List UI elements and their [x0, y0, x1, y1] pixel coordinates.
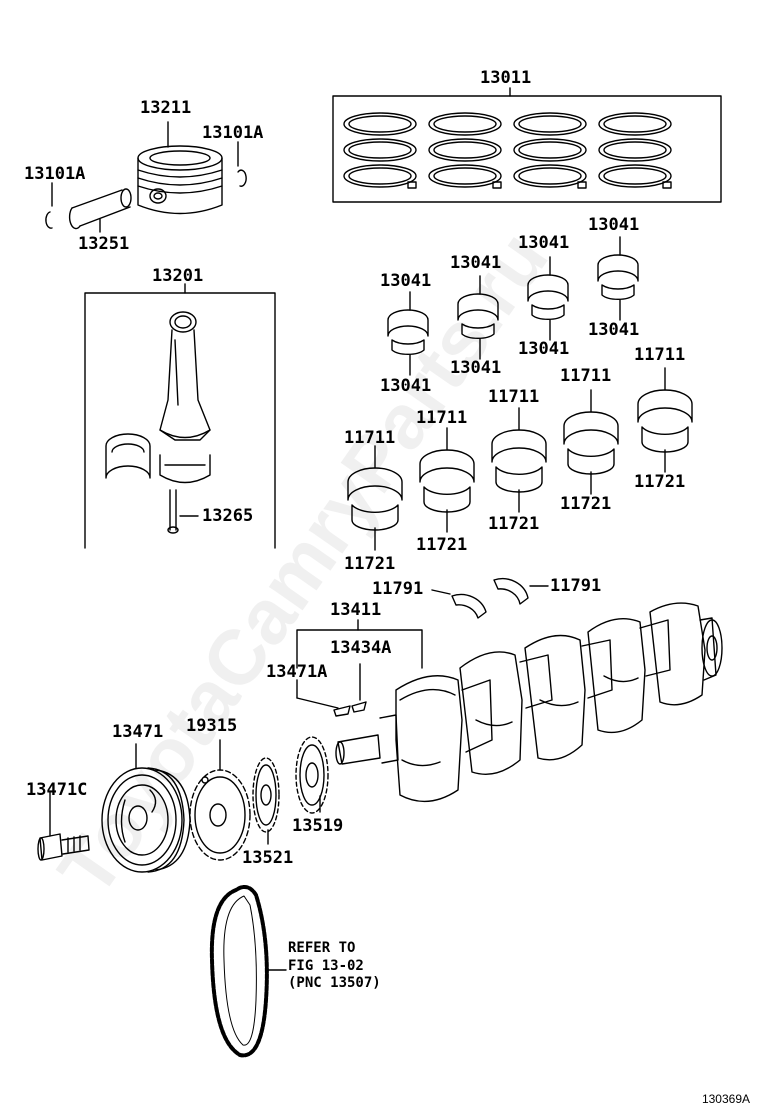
figure-id: 130369A — [701, 1092, 750, 1106]
refer-note: REFER TO FIG 13-02 (PNC 13507) — [288, 940, 381, 993]
sprocket-13519-icon — [295, 736, 329, 814]
label-13211: 13211 — [140, 98, 192, 118]
pulley-bolt-icon — [37, 791, 90, 861]
timing-chain-icon — [209, 884, 269, 1058]
crankshaft-pulley-icon — [101, 743, 191, 873]
crankshaft-icon — [335, 602, 723, 803]
label-13041: 13041 — [588, 215, 640, 235]
refer-note-line3: (PNC 13507) — [288, 975, 381, 991]
label-13265: 13265 — [202, 506, 254, 526]
snap-ring-icon — [45, 141, 247, 229]
label-11711: 11711 — [344, 428, 396, 448]
label-11711: 11711 — [560, 366, 612, 386]
key-bracket-icon — [296, 619, 423, 717]
label-13471c: 13471C — [26, 780, 88, 800]
piston-pin-icon — [68, 188, 132, 233]
label-13041: 13041 — [588, 320, 640, 340]
label-13101a-left: 13101A — [24, 164, 86, 184]
label-11711: 11711 — [488, 387, 540, 407]
connecting-rod-icon — [84, 283, 276, 549]
label-11721: 11721 — [634, 472, 686, 492]
label-11711: 11711 — [634, 345, 686, 365]
rod-bearing-icon — [387, 291, 429, 376]
sprocket-13521-icon — [252, 757, 280, 845]
refer-note-line1: REFER TO — [288, 940, 356, 956]
label-11721: 11721 — [560, 494, 612, 514]
label-13041: 13041 — [380, 271, 432, 291]
label-13101a-right: 13101A — [202, 123, 264, 143]
label-13521: 13521 — [242, 848, 294, 868]
piston-ring-set-icon — [332, 87, 722, 203]
refer-note-line2: FIG 13-02 — [288, 957, 364, 974]
label-13201: 13201 — [152, 266, 204, 286]
label-13041: 13041 — [450, 358, 502, 378]
label-13041: 13041 — [518, 233, 570, 253]
label-13251: 13251 — [78, 234, 130, 254]
main-bearing-icon — [347, 445, 403, 551]
label-13434a: 13434A — [330, 638, 392, 658]
label-11721: 11721 — [416, 535, 468, 555]
label-11711: 11711 — [416, 408, 468, 428]
piston-icon — [137, 121, 223, 215]
thrust-washer-icon — [431, 577, 549, 619]
label-11791-right: 11791 — [550, 576, 602, 596]
label-11721: 11721 — [344, 554, 396, 574]
label-13041: 13041 — [450, 253, 502, 273]
label-19315: 19315 — [186, 716, 238, 736]
label-13411: 13411 — [330, 600, 382, 620]
label-11791-left: 11791 — [372, 579, 424, 599]
label-13041: 13041 — [518, 339, 570, 359]
label-13471: 13471 — [112, 722, 164, 742]
label-13519: 13519 — [292, 816, 344, 836]
label-13041: 13041 — [380, 376, 432, 396]
sprocket-19315-icon — [189, 739, 251, 861]
label-13011: 13011 — [480, 68, 532, 88]
label-13471a: 13471A — [266, 662, 328, 682]
label-11721: 11721 — [488, 514, 540, 534]
